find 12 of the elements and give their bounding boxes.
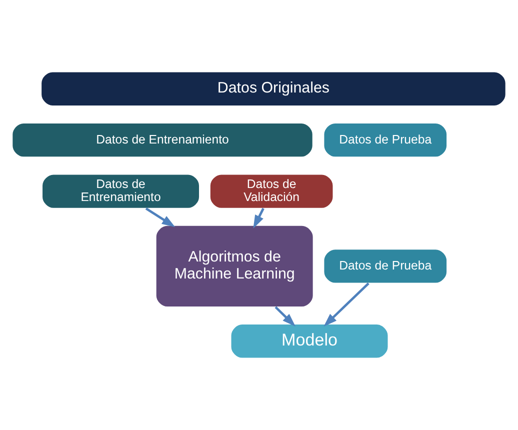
node-box: Datos de Prueba xyxy=(323,248,448,284)
arrow xyxy=(253,208,264,228)
node-box: Datos Originales xyxy=(40,71,506,106)
arrow xyxy=(324,282,370,327)
node-box: Datos de Entrenamiento xyxy=(42,174,200,209)
node-box: Algoritmos de Machine Learning xyxy=(155,224,314,308)
arrow xyxy=(274,306,296,327)
node-box: Datos de Entrenamiento xyxy=(12,122,314,158)
node-box: Datos de Validación xyxy=(209,174,334,209)
node-box: Datos de Prueba xyxy=(323,122,448,158)
node-box: Modelo xyxy=(230,324,389,359)
arrow xyxy=(145,207,176,228)
